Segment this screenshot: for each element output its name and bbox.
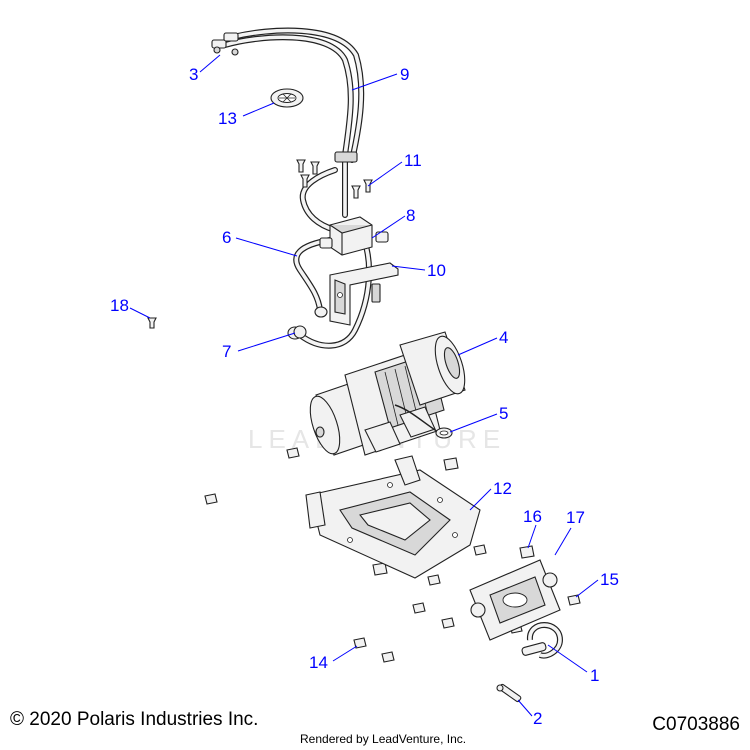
rendered-by-credit: Rendered by LeadVenture, Inc. [300, 732, 467, 746]
callout-3: 3 [189, 65, 198, 84]
fairlead-part-17 [469, 559, 561, 641]
leader-18 [129, 307, 151, 319]
contactor-part-8 [319, 216, 389, 256]
leader-3 [199, 54, 221, 73]
screw-part-18 [147, 317, 157, 329]
callout-18: 18 [110, 296, 129, 315]
callout-16: 16 [523, 507, 542, 526]
callout-8: 8 [406, 206, 415, 225]
leader-7 [237, 332, 296, 352]
leader-lines [129, 54, 599, 717]
leader-9 [351, 73, 398, 91]
grommet-part-13 [270, 88, 304, 108]
callout-4: 4 [499, 328, 508, 347]
leader-1 [547, 644, 588, 673]
leader-11 [367, 161, 403, 187]
bracket-part-10 [329, 262, 399, 326]
callout-12: 12 [493, 479, 512, 498]
callout-2: 2 [533, 709, 542, 728]
callout-9: 9 [400, 65, 409, 84]
callout-14: 14 [309, 653, 328, 672]
winch-part-4 [309, 331, 466, 456]
callout-11: 11 [404, 151, 422, 170]
leader-12 [469, 488, 492, 511]
callout-labels: 1 2 3 4 5 6 7 8 9 10 11 12 13 14 15 16 1… [110, 65, 619, 728]
callout-6: 6 [222, 228, 231, 247]
harness-clamp [334, 151, 358, 163]
callout-13: 13 [218, 109, 237, 128]
leader-6 [235, 237, 298, 257]
leader-14 [332, 645, 358, 662]
leader-16 [527, 524, 537, 549]
screws-part-11 [296, 159, 373, 199]
terminal-part-7 [293, 325, 307, 339]
mounting-plate-part-12 [305, 455, 481, 579]
copyright-notice: © 2020 Polaris Industries Inc. [10, 709, 259, 730]
cable-part-6 [293, 227, 372, 349]
callout-1: 1 [590, 666, 599, 685]
callout-17: 17 [566, 508, 585, 527]
document-number: C0703886 [652, 714, 740, 735]
leader-4 [457, 337, 498, 356]
leader-8 [371, 215, 406, 239]
shackle-part-1 [521, 622, 564, 659]
pin-part-2 [496, 683, 522, 703]
callout-10: 10 [427, 261, 446, 280]
leader-5 [449, 413, 498, 433]
leader-17 [554, 527, 572, 556]
leader-10 [391, 265, 426, 271]
terminal-ends [211, 32, 328, 340]
callout-7: 7 [222, 342, 231, 361]
leader-13 [242, 102, 275, 117]
leader-15 [575, 579, 599, 598]
callout-15: 15 [600, 570, 619, 589]
callout-5: 5 [499, 404, 508, 423]
cable-harness [222, 27, 365, 233]
cable-part-5 [394, 404, 453, 439]
leader-2 [517, 699, 533, 717]
